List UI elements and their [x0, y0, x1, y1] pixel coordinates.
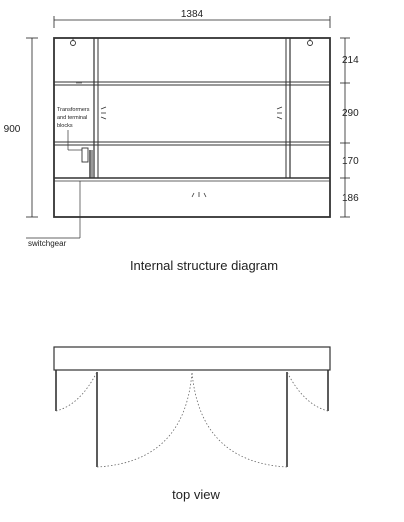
hinge-icon-left	[70, 38, 76, 46]
transformer-note: Transformers and terminal blocks	[57, 107, 90, 151]
switchgear-label: switchgear	[28, 239, 67, 248]
transformer-note-line-2: and terminal	[57, 115, 87, 121]
handle-mark-left	[100, 106, 107, 120]
top-view	[53, 346, 331, 468]
internal-structure-caption: Internal structure diagram	[130, 258, 278, 273]
row-label-1: 214	[342, 55, 359, 66]
width-label: 1384	[181, 9, 204, 20]
switchgear-callout: switchgear	[26, 181, 81, 248]
door-swing-arcs	[55, 371, 329, 468]
handle-mark-right	[276, 106, 283, 120]
width-dimension: 1384	[53, 9, 331, 28]
height-dimension: 900	[4, 37, 38, 218]
transformer-note-line-1: Transformers	[57, 107, 90, 113]
row-dimensions: 214 290 170 186	[340, 37, 359, 218]
transformer-note-line-3: blocks	[57, 123, 73, 129]
cabinet-frame	[53, 37, 331, 218]
terminal-block-icon	[81, 147, 93, 178]
height-label: 900	[4, 124, 21, 135]
row-label-4: 186	[342, 193, 359, 204]
top-view-caption: top view	[172, 487, 220, 502]
hinge-icon-right	[307, 38, 313, 46]
row-label-2: 290	[342, 108, 359, 119]
row-label-3: 170	[342, 156, 359, 167]
handle-mark-bottom	[191, 192, 207, 198]
